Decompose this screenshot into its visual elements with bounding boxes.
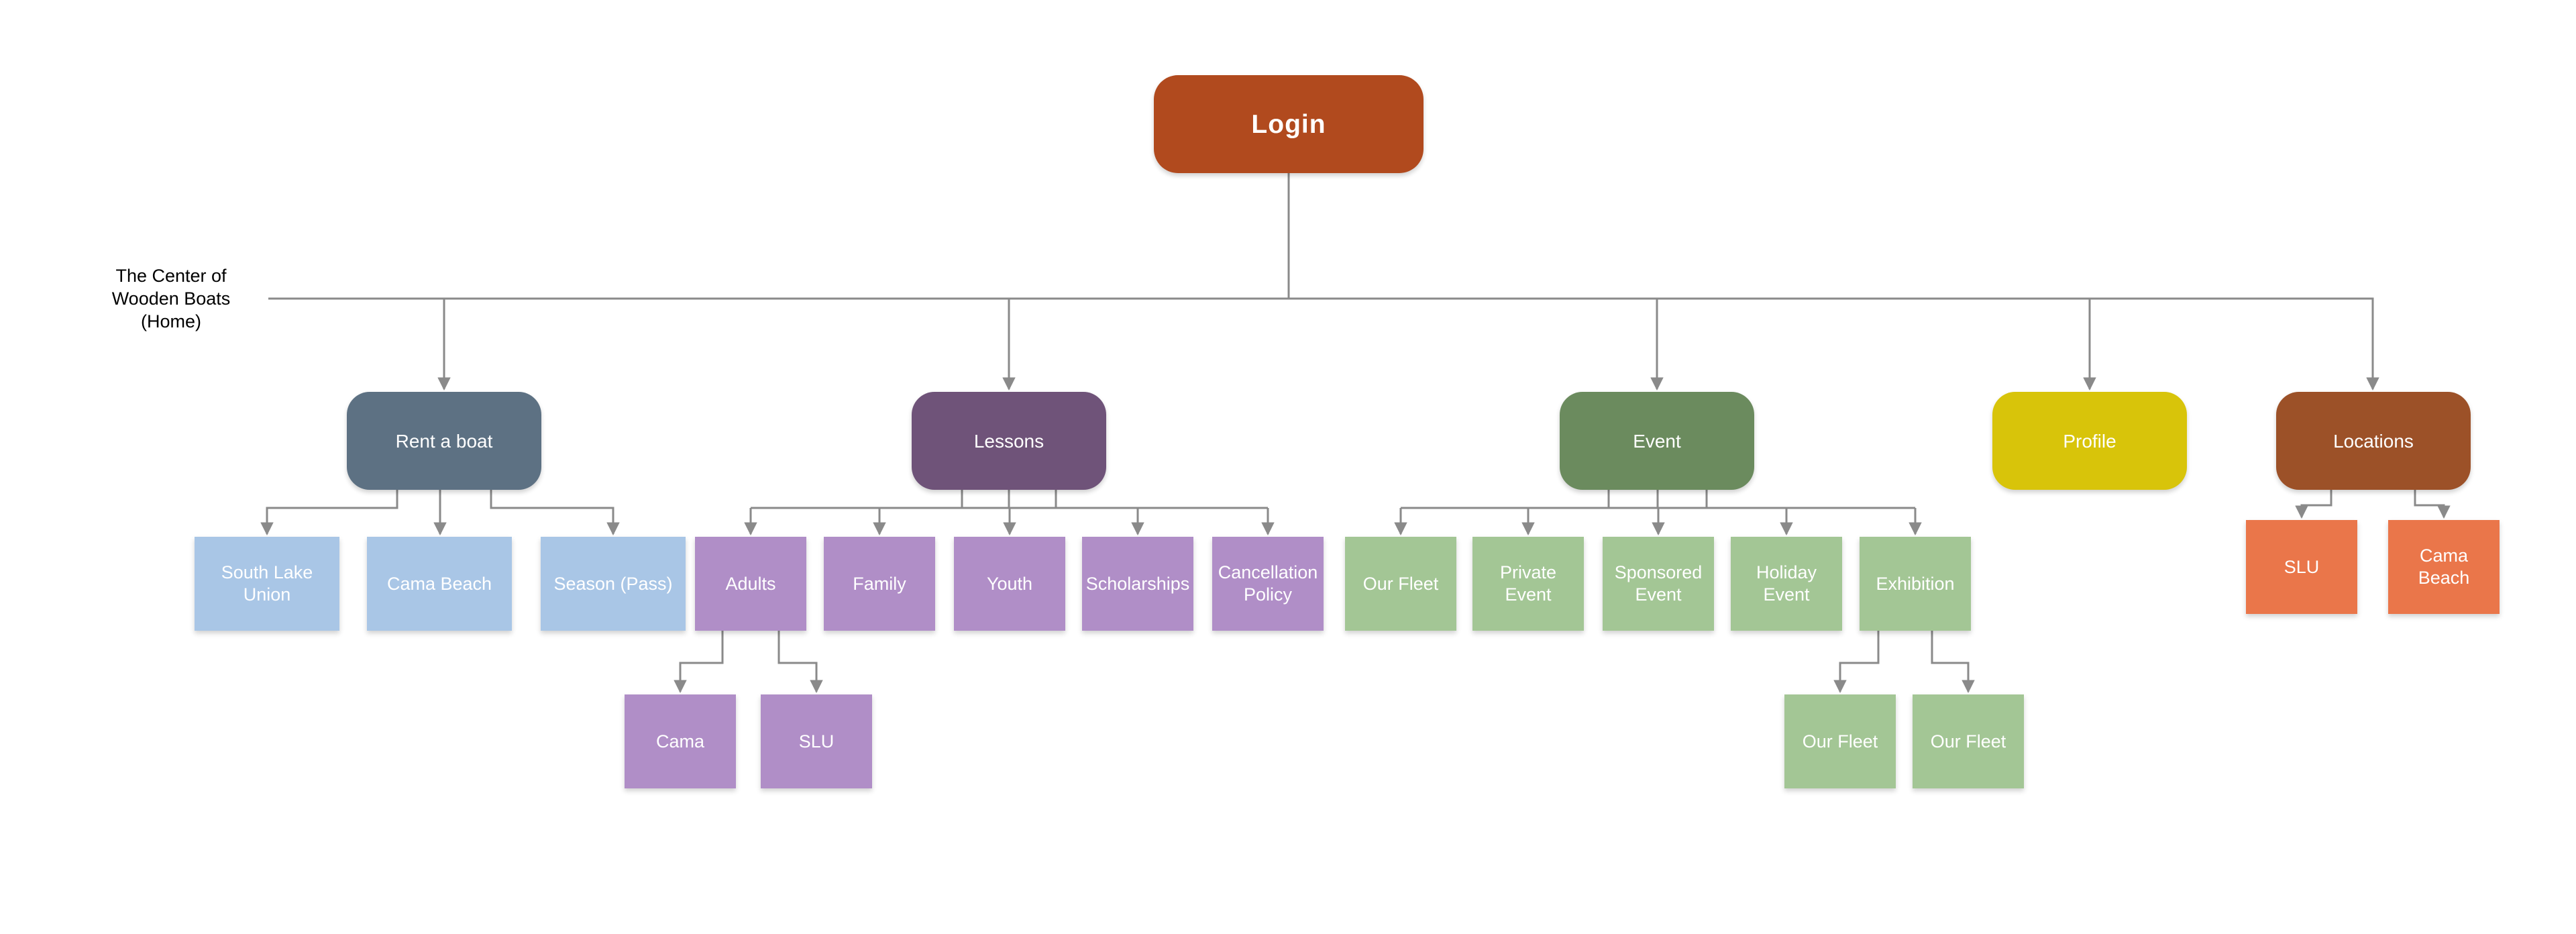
node-private-event[interactable]: Private Event bbox=[1472, 537, 1584, 631]
home-label: The Center of Wooden Boats (Home) bbox=[111, 266, 231, 331]
node-profile[interactable]: Profile bbox=[1992, 392, 2187, 490]
node-lessons[interactable]: Lessons bbox=[912, 392, 1106, 490]
node-our-fleet-exhibition-2[interactable]: Our Fleet bbox=[1913, 694, 2024, 788]
node-slu-locations[interactable]: SLU bbox=[2246, 520, 2357, 614]
node-exhibition[interactable]: Exhibition bbox=[1860, 537, 1971, 631]
node-cancellation-policy[interactable]: Cancellation Policy bbox=[1212, 537, 1324, 631]
node-adults[interactable]: Adults bbox=[695, 537, 806, 631]
node-locations[interactable]: Locations bbox=[2276, 392, 2471, 490]
node-sponsored-event[interactable]: Sponsored Event bbox=[1603, 537, 1714, 631]
node-slu-adults[interactable]: SLU bbox=[761, 694, 872, 788]
node-cama-beach-rent[interactable]: Cama Beach bbox=[367, 537, 512, 631]
node-cama-beach-locations[interactable]: Cama Beach bbox=[2388, 520, 2500, 614]
node-scholarships[interactable]: Scholarships bbox=[1082, 537, 1193, 631]
node-our-fleet-exhibition-1[interactable]: Our Fleet bbox=[1784, 694, 1896, 788]
node-cama-adults[interactable]: Cama bbox=[625, 694, 736, 788]
node-holiday-event[interactable]: Holiday Event bbox=[1731, 537, 1842, 631]
node-login[interactable]: Login bbox=[1154, 75, 1424, 173]
node-event[interactable]: Event bbox=[1560, 392, 1754, 490]
node-season-pass[interactable]: Season (Pass) bbox=[541, 537, 686, 631]
node-rent-a-boat[interactable]: Rent a boat bbox=[347, 392, 541, 490]
node-south-lake-union[interactable]: South Lake Union bbox=[195, 537, 339, 631]
node-our-fleet-event[interactable]: Our Fleet bbox=[1345, 537, 1456, 631]
node-youth[interactable]: Youth bbox=[954, 537, 1065, 631]
node-family[interactable]: Family bbox=[824, 537, 935, 631]
